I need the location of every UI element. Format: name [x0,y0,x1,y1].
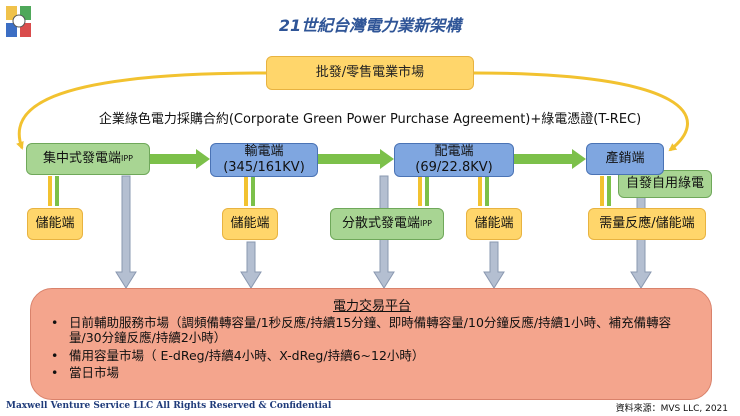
distribution-voltage: (69/22.8KV) [415,160,493,175]
market-to-centralized-arrow [16,71,267,150]
platform-item-intraday: • 當日市場 [51,365,691,380]
bullet-icon: • [51,348,59,363]
distributed-ipp-subscript: IPP [420,219,433,229]
storage-node-2: 儲能端 [222,208,278,240]
wholesale-retail-market: 批發/零售電業市場 [266,56,474,90]
centralized-ipp-subscript: IPP [121,154,134,164]
footer-copyright: Maxwell Venture Service LLC All Rights R… [6,401,332,411]
transmission-to-distribution-arrow [318,149,394,169]
platform-title: 電力交易平台 [332,299,411,314]
centralized-generation-label: 集中式發電端 [42,151,121,167]
footer-source: 資料來源：MVS LLC, 2021 [615,404,728,414]
transmission-node: 輸電端 (345/161KV) [210,143,318,177]
platform-item-day-ahead-text: 日前輔助服務市場（調頻備轉容量/1秒反應/持續15分鐘、即時備轉容量/10分鐘反… [69,315,672,345]
storage-label-2: 儲能端 [230,216,270,232]
company-logo [4,4,34,40]
self-use-green-power-label: 自發自用綠電 [625,176,704,192]
page-title: 21世紀台灣電力業新架構 [278,16,462,35]
distribution-to-consumer-arrow [514,149,586,169]
storage-connectors [48,176,611,206]
storage-node-1: 儲能端 [27,208,83,240]
storage-label-3: 儲能端 [474,216,514,232]
consumer-node: 產銷端 [586,143,664,175]
transmission-voltage: (345/161KV) [223,160,305,175]
centralized-to-transmission-arrow [150,149,210,169]
platform-item-reserve-text: 備用容量市場（ E-dReg/持續4小時、X-dReg/持續6~12小時） [69,348,425,363]
platform-item-reserve: • 備用容量市場（ E-dReg/持續4小時、X-dReg/持續6~12小時） [51,348,691,363]
distribution-label: 配電端 [434,144,474,160]
market-to-consumer-arrow [473,71,689,152]
distribution-node: 配電端 (69/22.8KV) [394,143,514,177]
storage-node-3: 儲能端 [466,208,522,240]
trading-platform: 電力交易平台 • 日前輔助服務市場（調頻備轉容量/1秒反應/持續15分鐘、即時備… [30,288,712,400]
platform-item-intraday-text: 當日市場 [69,365,120,380]
demand-response-node: 需量反應/儲能端 [588,208,706,240]
demand-response-label: 需量反應/儲能端 [599,216,695,232]
bullet-icon: • [51,365,59,380]
green-flow-arrows [150,149,586,169]
platform-item-day-ahead: • 日前輔助服務市場（調頻備轉容量/1秒反應/持續15分鐘、即時備轉容量/10分… [51,315,691,345]
consumer-label: 產銷端 [605,151,645,167]
bullet-icon: • [51,315,59,330]
ppa-label: 企業綠色電力採購合約(Corporate Green Power Purchas… [98,112,642,127]
transmission-label: 輸電端 [244,144,284,160]
storage-label-1: 儲能端 [35,216,75,232]
distributed-generation-label: 分散式發電端 [341,216,420,232]
